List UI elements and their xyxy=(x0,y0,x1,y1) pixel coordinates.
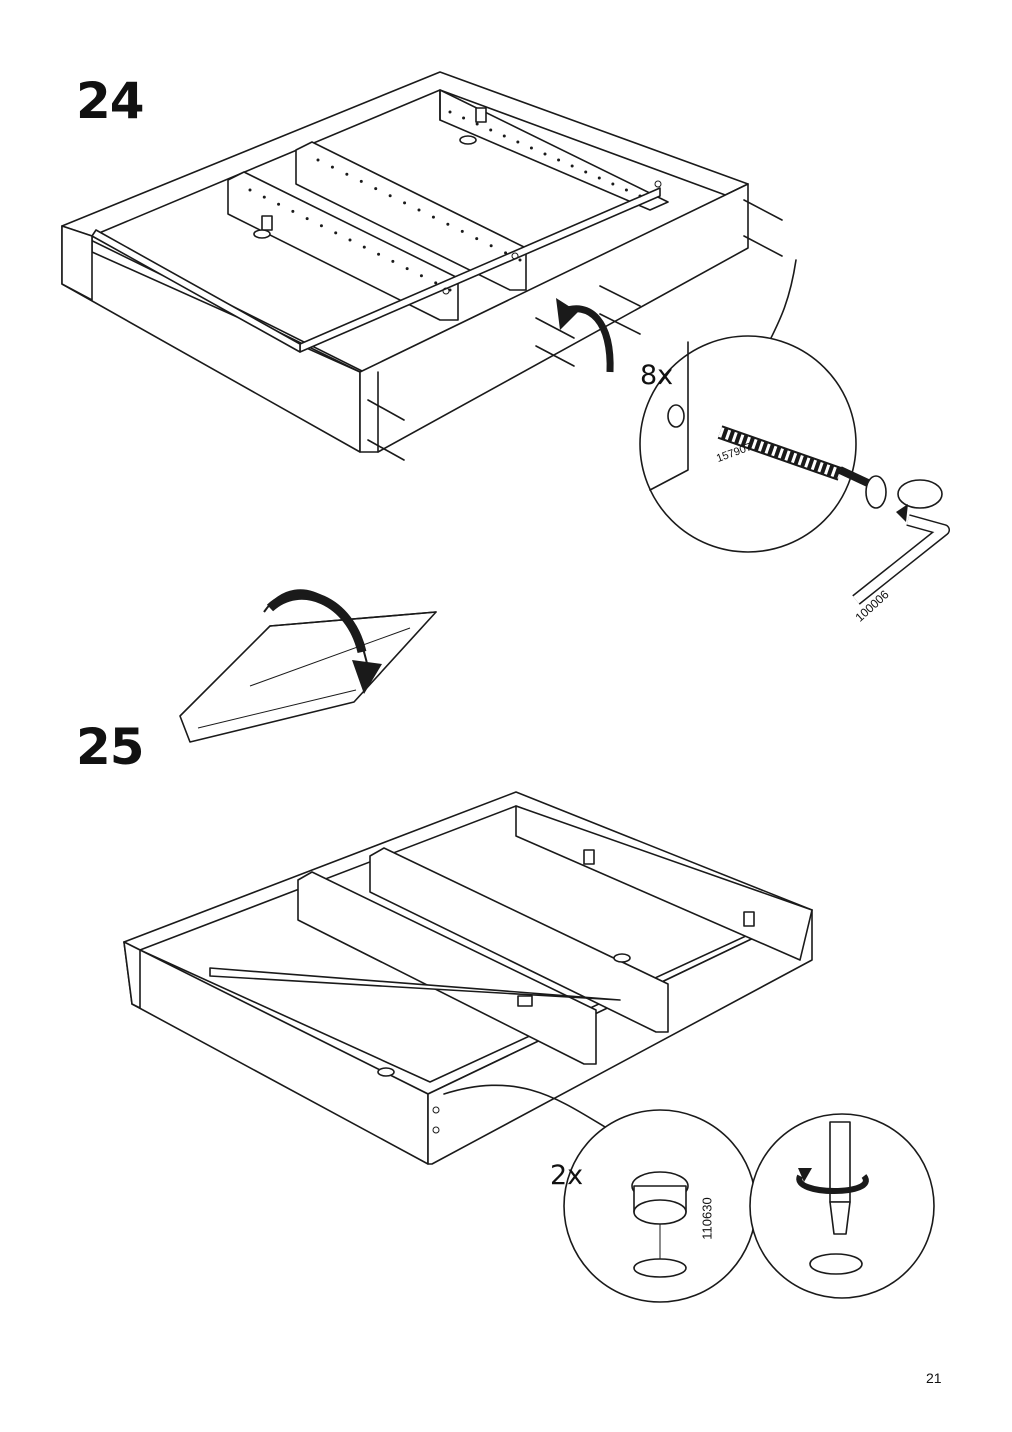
step-number-25: 25 xyxy=(76,718,145,776)
hole-dot xyxy=(448,110,452,114)
hole-dot xyxy=(262,195,266,199)
hole-dot xyxy=(291,209,295,213)
hole-dot xyxy=(570,164,574,168)
hole-dot xyxy=(502,134,506,138)
hole-dot xyxy=(330,165,334,169)
allen-key-icon xyxy=(852,479,950,605)
step24-rotate-arrow-icon xyxy=(556,298,614,373)
step24-detail-callout xyxy=(639,259,887,553)
hole-dot xyxy=(475,122,479,126)
hole-dot xyxy=(417,208,421,212)
step25-frame-icon xyxy=(123,791,813,1165)
flip-frame-icon xyxy=(179,589,437,743)
page-number: 21 xyxy=(926,1370,942,1386)
hole-dot xyxy=(557,158,561,162)
hole-dot xyxy=(489,244,493,248)
hole-dot xyxy=(584,170,588,174)
hole-dot xyxy=(504,251,508,255)
screwdriver-icon xyxy=(796,1121,869,1275)
hole-dot xyxy=(362,245,366,249)
hole-dot xyxy=(462,116,466,120)
hole-dot xyxy=(248,188,252,192)
hole-dot xyxy=(638,194,642,198)
hole-dot xyxy=(391,259,395,263)
hole-dot xyxy=(319,224,323,228)
hole-dot xyxy=(529,146,533,150)
hole-dot xyxy=(475,237,479,241)
hole-dot xyxy=(419,274,423,278)
hole-dot xyxy=(446,222,450,226)
hole-dot xyxy=(277,202,281,206)
hole-dot xyxy=(460,229,464,233)
hole-dot xyxy=(345,172,349,176)
hole-dot xyxy=(516,140,520,144)
hole-dot xyxy=(431,215,435,219)
hole-dot xyxy=(597,176,601,180)
step24-frame-icon xyxy=(61,71,786,1036)
hole-dot xyxy=(388,194,392,198)
quantity-step24: 8x xyxy=(640,360,674,391)
hole-dot xyxy=(489,128,493,132)
step-number-24: 24 xyxy=(76,72,145,130)
hole-dot xyxy=(611,182,615,186)
hole-dot xyxy=(377,252,381,256)
hole-dot xyxy=(334,231,338,235)
step25-detail-callouts xyxy=(443,1084,935,1303)
screw-157907-icon xyxy=(717,425,887,509)
hole-dot xyxy=(518,258,522,262)
hole-dot xyxy=(348,238,352,242)
hole-dot xyxy=(305,217,309,221)
quantity-step25: 2x xyxy=(550,1160,584,1191)
hole-dot xyxy=(316,158,320,162)
hole-dot xyxy=(543,152,547,156)
part-number-cam: 110630 xyxy=(699,1197,715,1240)
step24-screws-icon xyxy=(367,199,783,461)
cam-lock-110630-icon xyxy=(631,1171,689,1278)
hole-dot xyxy=(434,281,438,285)
hole-dot xyxy=(624,188,628,192)
hole-dot xyxy=(403,201,407,205)
hole-dot xyxy=(374,187,378,191)
hole-dot xyxy=(359,179,363,183)
hole-dot xyxy=(405,267,409,271)
